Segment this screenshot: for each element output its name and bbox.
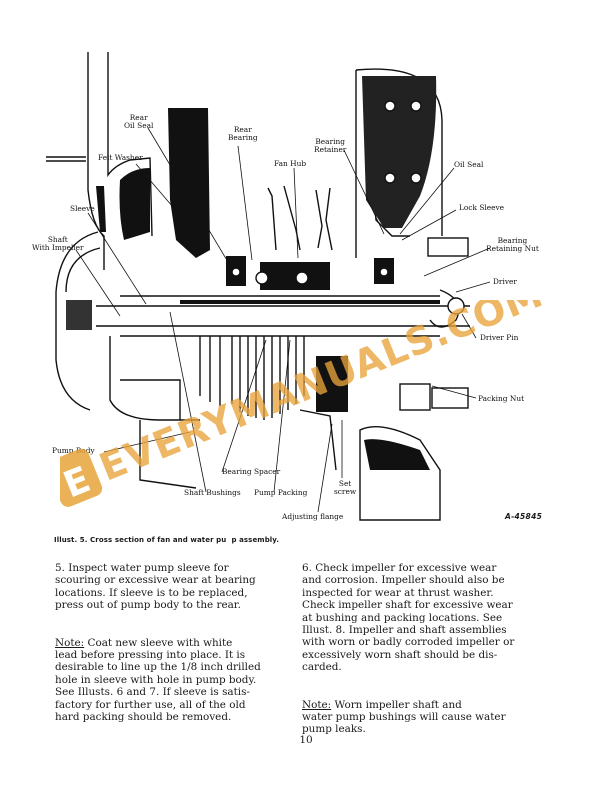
paragraph-step-5: 5. Inspect water pump sleeve for scourin… bbox=[55, 562, 256, 612]
label-bearing-retainer: Bearing Retainer bbox=[314, 137, 347, 155]
label-driver-pin: Driver Pin bbox=[480, 333, 519, 342]
label-set-screw: Set screw bbox=[334, 479, 357, 497]
label-driver: Driver bbox=[493, 277, 517, 286]
label-bearing-spacer: Bearing Spacer bbox=[222, 467, 281, 476]
left-column: 5. Inspect water pump sleeve for scourin… bbox=[55, 562, 293, 723]
watermark-logo: E EVERYMANUALS.COM bbox=[47, 271, 549, 507]
cross-section-figure: Rear Oil Seal Felt Washer Rear Bearing F… bbox=[32, 52, 543, 521]
label-rear-oil-seal: Rear Oil Seal bbox=[124, 113, 154, 131]
right-column: 6. Check impeller for excessive wear and… bbox=[302, 562, 540, 736]
paragraph-note-sleeve: Note: Coat new sleeve with white lead be… bbox=[55, 637, 293, 724]
pump-cross-section-drawing bbox=[46, 52, 491, 521]
label-rear-bearing: Rear Bearing bbox=[228, 125, 258, 143]
figure-reference-number: A-45845 bbox=[505, 512, 543, 521]
note-text: Worn impeller shaft and water pump bushi… bbox=[302, 698, 506, 736]
watermark-text: EVERYMANUALS.COM bbox=[93, 300, 549, 490]
figure-caption: Illust. 5. Cross section of fan and wate… bbox=[54, 536, 280, 544]
note-text: Coat new sleeve with white lead before p… bbox=[55, 636, 261, 724]
label-shaft-with-impeller: Shaft With Impeller bbox=[32, 235, 84, 253]
label-bearing-retaining-nut: Bearing Retaining Nut bbox=[486, 236, 539, 254]
paragraph-step-6: 6. Check impeller for excessive wear and… bbox=[302, 562, 515, 674]
label-adjusting-flange: Adjusting flange bbox=[282, 512, 344, 521]
note-label: Note: bbox=[302, 698, 332, 711]
page-number: 10 bbox=[299, 734, 313, 746]
label-packing-nut: Packing Nut bbox=[478, 394, 525, 403]
label-fan-hub: Fan Hub bbox=[274, 159, 307, 168]
label-pump-body: Pump Body bbox=[52, 446, 95, 455]
label-pump-packing: Pump Packing bbox=[254, 488, 308, 497]
note-label: Note: bbox=[55, 636, 85, 649]
watermark-badge bbox=[47, 448, 103, 507]
label-oil-seal: Oil Seal bbox=[454, 160, 484, 169]
label-sleeve: Sleeve bbox=[70, 204, 95, 213]
label-shaft-bushings: Shaft Bushings bbox=[184, 488, 241, 497]
label-lock-sleeve: Lock Sleeve bbox=[459, 203, 505, 212]
label-felt-washer: Felt Washer bbox=[98, 153, 143, 162]
watermark: E EVERYMANUALS.COM bbox=[47, 271, 560, 530]
paragraph-note-impeller: Note: Worn impeller shaft and water pump… bbox=[302, 699, 540, 736]
